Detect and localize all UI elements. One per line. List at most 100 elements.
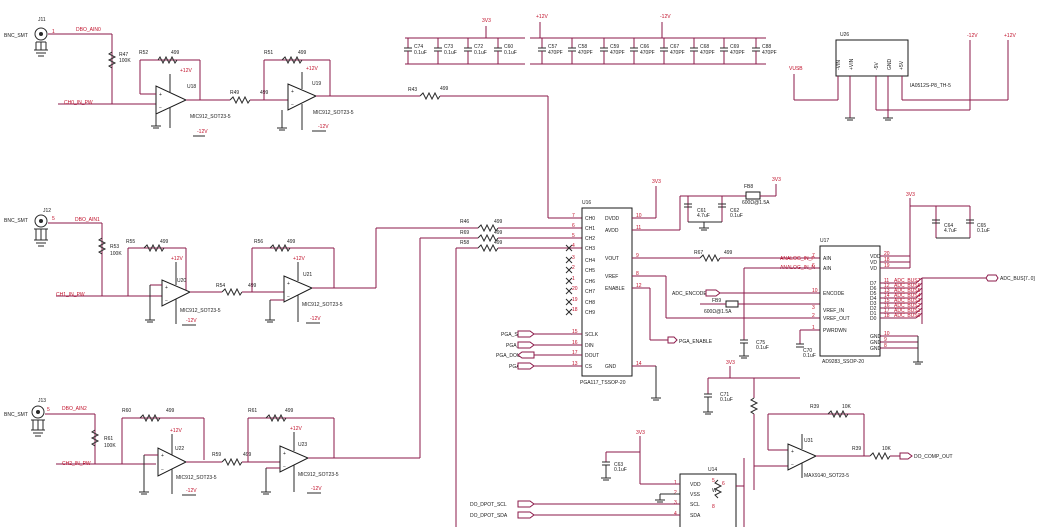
svg-text:16: 16: [884, 303, 890, 309]
svg-text:DOUT: DOUT: [585, 353, 599, 359]
svg-text:GND: GND: [870, 346, 882, 352]
port-pga-sclk[interactable]: [517, 330, 535, 338]
svg-text:17: 17: [884, 308, 890, 314]
svg-text:1: 1: [674, 480, 677, 486]
port-adc-bus[interactable]: [985, 274, 999, 282]
svg-text:CH2_IN_PW: CH2_IN_PW: [62, 461, 91, 467]
opamp-u19[interactable]: +− U19 MIC912_SOT23-5: [287, 72, 400, 130]
port-adc-encode[interactable]: [705, 289, 721, 297]
cap-ref: C74: [414, 44, 423, 50]
cap-val: 470PF: [640, 50, 655, 56]
ferrite-fb8[interactable]: FB8 600Ω@1.5A: [742, 184, 770, 206]
port-dpot-sda[interactable]: [517, 511, 535, 519]
svg-text:R49: R49: [230, 90, 239, 96]
svg-text:U23: U23: [298, 442, 307, 448]
svg-text:AD9283_SSOP-20: AD9283_SSOP-20: [822, 359, 864, 365]
svg-text:CH6: CH6: [585, 279, 595, 285]
opamp-u18[interactable]: +− U18 MIC912_SOT23-5: [140, 74, 231, 128]
cap-ref: C59: [610, 44, 619, 50]
svg-text:CH4: CH4: [585, 258, 595, 264]
dcdc-u26[interactable]: U26 -VIN +VIN -5V GND +5V IA0512S-P8_TH-…: [835, 32, 951, 89]
svg-text:C64: C64: [944, 223, 953, 229]
svg-text:FB9: FB9: [712, 298, 721, 304]
opamp-u21[interactable]: +− U21 MIC912_SOT23-5: [283, 262, 376, 322]
svg-text:CH1: CH1: [585, 226, 595, 232]
channel2-frontend: J13 BNC_SMT 5 DBO_AIN2 R61 100K CH2_IN_P…: [4, 237, 478, 527]
adc-bus-bit: ADC_BUS0: [880, 312, 923, 319]
channel1-frontend: J12 BNC_SMT 5 DBO_AIN1 R53 100K CH1_IN_P…: [4, 208, 478, 326]
svg-text:SDA: SDA: [690, 513, 701, 519]
svg-text:ADC_BUS2: ADC_BUS2: [894, 303, 921, 309]
svg-text:499: 499: [285, 408, 294, 414]
port-pga-din[interactable]: [517, 341, 535, 349]
bnc-connector-j12[interactable]: J12 BNC_SMT 5: [4, 208, 55, 247]
svg-text:C71: C71: [720, 392, 729, 398]
svg-text:8: 8: [712, 504, 715, 510]
bnc-connector-j13[interactable]: J13 BNC_SMT 5: [4, 398, 50, 437]
svg-text:R39: R39: [810, 404, 819, 410]
comparator-u31[interactable]: +− U31 MAX9140_SOT23-5: [787, 434, 870, 479]
opamp-u23[interactable]: +− U23 MIC912_SOT23-5: [279, 432, 420, 492]
svg-text:499: 499: [494, 230, 503, 236]
svg-text:GND: GND: [605, 364, 617, 370]
svg-text:-12V: -12V: [197, 129, 208, 135]
digital-pot-u14[interactable]: U14 VDD VSS SCL SDA 1 2 3 4 W 6 5 8: [674, 467, 737, 527]
svg-text:R55: R55: [126, 239, 135, 245]
adc-bus-bit: ADC_BUS6: [880, 282, 923, 289]
port-pga-dout[interactable]: [517, 351, 535, 359]
port-do-comp-out[interactable]: [899, 452, 913, 460]
ferrite-fb9[interactable]: FB9 600Ω@1.5A: [704, 298, 739, 315]
svg-text:R67: R67: [694, 250, 703, 256]
svg-text:CH2: CH2: [585, 236, 595, 242]
svg-text:8: 8: [636, 271, 639, 277]
net-port-pga-enable[interactable]: PGA_ENABLE: [667, 336, 713, 345]
svg-text:AIN: AIN: [823, 266, 832, 272]
svg-text:PGA_ENABLE: PGA_ENABLE: [679, 339, 713, 345]
adc-bus-bit: ADC_BUS4: [880, 292, 923, 299]
svg-text:+: +: [283, 451, 286, 457]
svg-text:DBO_AIN2: DBO_AIN2: [62, 406, 87, 412]
svg-text:14: 14: [884, 293, 890, 299]
cap-ref: C72: [474, 44, 483, 50]
r52-val: 499: [171, 50, 180, 56]
cap-ref: C57: [548, 44, 557, 50]
pga-input-resistors: R46 499 R69 499 R58 499: [460, 219, 582, 253]
svg-text:10: 10: [636, 213, 642, 219]
svg-text:CH5: CH5: [585, 268, 595, 274]
opamp-u20[interactable]: +− U20 MIC912_SOT23-5: [161, 262, 222, 324]
bnc-connector-j11[interactable]: J11 BNC_SMT 1: [4, 17, 55, 57]
opamp-u22[interactable]: +− U22 MIC912_SOT23-5: [157, 434, 222, 494]
svg-text:ADC_BUS6: ADC_BUS6: [894, 283, 921, 289]
svg-text:-12V: -12V: [186, 488, 197, 494]
svg-text:C61: C61: [697, 208, 706, 214]
svg-text:R61: R61: [248, 408, 257, 414]
port-pga-cs[interactable]: [517, 362, 535, 370]
adc-bus-bit: ADC_BUS1: [880, 307, 923, 314]
svg-text:−: −: [791, 462, 794, 468]
svg-text:3: 3: [812, 305, 815, 311]
port-dpot-scl[interactable]: [517, 500, 535, 508]
